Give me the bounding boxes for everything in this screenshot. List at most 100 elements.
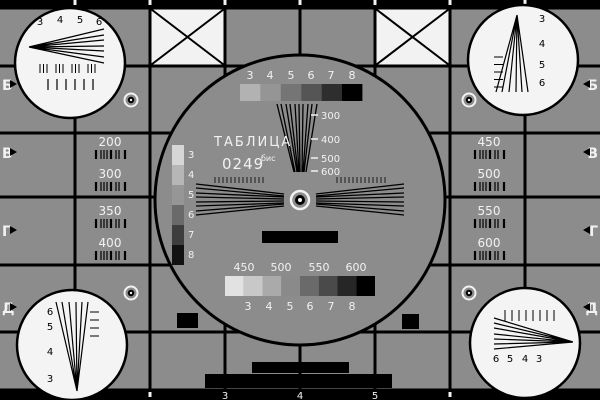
- wedge-number: 5: [507, 354, 513, 365]
- row-label: В: [587, 146, 598, 162]
- burst-label: 600: [346, 261, 367, 274]
- diagonal-test-cell-right: [375, 8, 450, 66]
- burst-step: [300, 276, 319, 296]
- main-test-circle: 3 4 5 6 7 8 300 400 500 600 ТАБЛИЦА 0249: [153, 53, 447, 347]
- row-pointer-icon: [10, 148, 17, 156]
- horizontal-resolution-wedge-left: [195, 177, 285, 216]
- grayscale-step: [280, 84, 302, 101]
- corner-circle-bottom-left: 6 5 4 3: [15, 288, 129, 400]
- freq-value: 600: [478, 236, 501, 250]
- frequency-panel-left: 200 300 350 400: [94, 135, 127, 262]
- freq-value: 200: [99, 135, 122, 149]
- wedge-number: 4: [539, 39, 545, 50]
- row-pointer-icon: [583, 226, 590, 234]
- burst-step: [337, 276, 357, 296]
- wedge-number: 3: [536, 354, 542, 365]
- freq-value: 300: [99, 167, 122, 181]
- row-pointer-icon: [583, 303, 590, 311]
- row-pointer-icon: [583, 148, 590, 156]
- wedge-number: 4: [57, 15, 63, 26]
- scale-number: 3: [188, 150, 194, 161]
- scale-number: 4: [266, 300, 273, 313]
- scale-number: 7: [188, 230, 194, 241]
- row-pointer-icon: [10, 226, 17, 234]
- horizontal-resolution-wedge-right: [315, 177, 405, 216]
- wedge-number: 4: [522, 354, 528, 365]
- wedge-number: 5: [539, 60, 545, 71]
- bottom-edge-ticks: [148, 392, 452, 397]
- black-square-right: [402, 314, 419, 329]
- corner-circle-bottom-right: 6 5 4 3: [468, 286, 582, 400]
- row-labels-right: Б В Г Д: [583, 78, 598, 317]
- card-number: 0249: [222, 155, 264, 173]
- scale-number: 5: [288, 69, 295, 82]
- freq-value: 500: [478, 167, 501, 181]
- wedge-number: 5: [47, 322, 53, 333]
- row-pointer-icon: [10, 303, 17, 311]
- row-label: В: [2, 146, 13, 162]
- grayscale-step: [172, 225, 184, 245]
- freq-value: 400: [99, 236, 122, 250]
- card-title: ТАБЛИЦА: [213, 135, 292, 150]
- scale-number: 3: [245, 300, 252, 313]
- wedge-mark: 500: [321, 154, 340, 165]
- bottom-black-bar-short: [252, 362, 349, 373]
- burst-step: [281, 276, 300, 296]
- scale-number: 6: [307, 300, 314, 313]
- bottom-black-bar-long: [205, 374, 392, 388]
- diagonal-test-cell-left: [150, 8, 225, 66]
- card-number-suffix: бис: [261, 154, 276, 163]
- wedge-mark: 600: [321, 167, 340, 178]
- grayscale-step: [172, 245, 184, 265]
- frequency-panel-right: 450 500 550 600: [473, 135, 506, 262]
- burst-label: 450: [234, 261, 255, 274]
- burst-step: [262, 276, 282, 296]
- grayscale-step: [172, 205, 184, 225]
- scale-number: 6: [308, 69, 315, 82]
- wedge-number: 6: [493, 354, 499, 365]
- grayscale-scale-bottom: 3 4 5 6 7 8: [245, 300, 356, 313]
- burst-label: 550: [309, 261, 330, 274]
- grayscale-step: [342, 84, 363, 101]
- row-label: Б: [2, 78, 13, 94]
- wedge-number: 6: [47, 307, 53, 318]
- bottom-edge-digits: 3 4 5: [222, 391, 378, 400]
- grayscale-step: [260, 84, 281, 101]
- scale-number: 6: [188, 210, 194, 221]
- freq-value: 450: [478, 135, 501, 149]
- wedge-number: 6: [539, 78, 545, 89]
- scale-number: 8: [349, 69, 356, 82]
- reference-black-bar: [262, 231, 338, 243]
- row-pointer-icon: [583, 80, 590, 88]
- row-pointer-icon: [10, 80, 17, 88]
- edge-digit: 3: [222, 391, 228, 400]
- vertical-resolution-wedge: 300 400 500 600: [276, 103, 340, 178]
- grayscale-step: [172, 145, 184, 165]
- corner-circle-top-right: 3 4 5 6: [466, 3, 580, 117]
- wedge-mark: 400: [321, 135, 340, 146]
- grayscale-scale-left: 3 4 5 6 7 8: [172, 145, 194, 265]
- wedge-number: 6: [96, 17, 102, 28]
- wedge-number: 5: [77, 15, 83, 26]
- burst-step: [225, 276, 244, 296]
- grayscale-scale-top: 3 4 5 6 7 8: [240, 69, 363, 101]
- scale-number: 4: [188, 170, 194, 181]
- burst-step: [318, 276, 338, 296]
- freq-value: 550: [478, 204, 501, 218]
- freq-value: 350: [99, 204, 122, 218]
- center-target-icon: [289, 189, 311, 211]
- grayscale-step: [321, 84, 342, 101]
- burst-step: [356, 276, 375, 296]
- title-block: ТАБЛИЦА 0249 бис: [213, 135, 292, 173]
- top-edge-ticks: [73, 0, 527, 5]
- grayscale-step: [240, 84, 261, 101]
- burst-step: [243, 276, 263, 296]
- scale-number: 5: [287, 300, 294, 313]
- edge-digit: 5: [372, 391, 378, 400]
- wedge-mark: 300: [321, 111, 340, 122]
- row-labels-left: Б В Г Д: [2, 78, 17, 317]
- corner-circle-top-left: 3 4 5 6: [13, 6, 127, 120]
- row-label: Г: [589, 224, 598, 240]
- row-label: Г: [2, 224, 11, 240]
